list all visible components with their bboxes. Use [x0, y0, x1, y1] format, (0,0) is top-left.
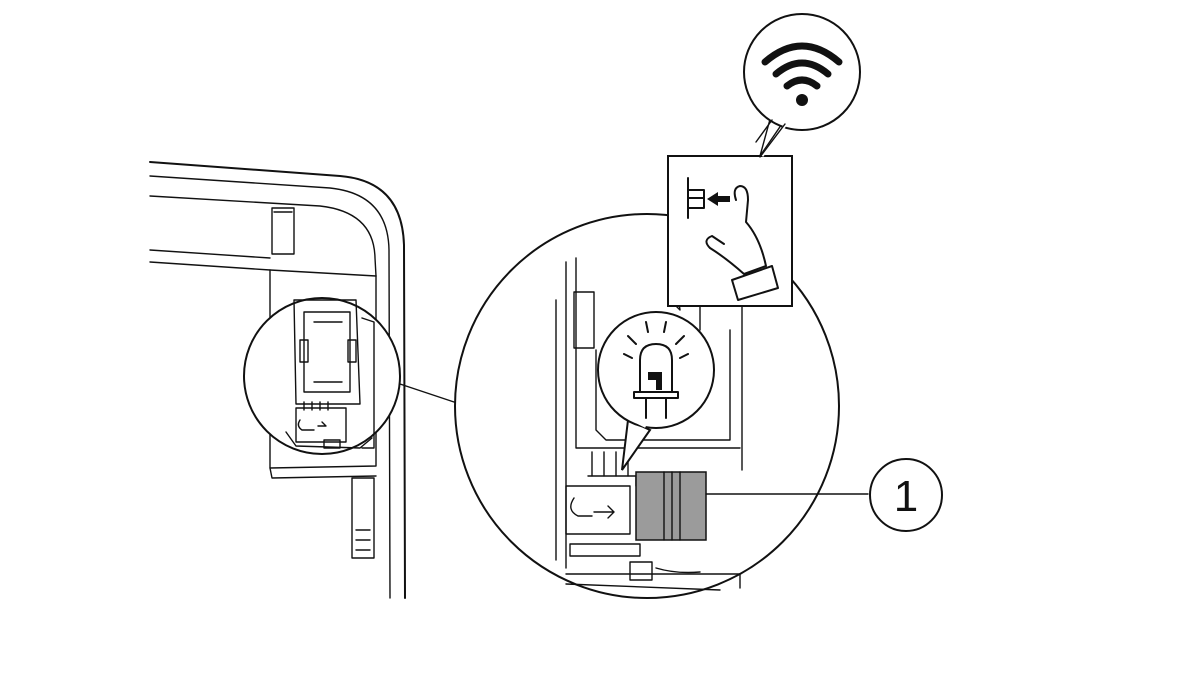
wireless-module — [635, 471, 707, 541]
callout-label: 1 — [894, 472, 918, 521]
led-bubble — [597, 311, 715, 471]
press-button-panel — [667, 155, 793, 311]
wifi-icon — [761, 42, 843, 106]
wifi-bubble — [743, 13, 861, 158]
small-detail-circle — [243, 297, 401, 455]
press-button-icon — [687, 177, 779, 301]
callout-1: 1 — [705, 458, 943, 532]
led-icon — [623, 321, 689, 419]
zoom-connector — [399, 383, 461, 405]
device-housing — [149, 161, 406, 599]
